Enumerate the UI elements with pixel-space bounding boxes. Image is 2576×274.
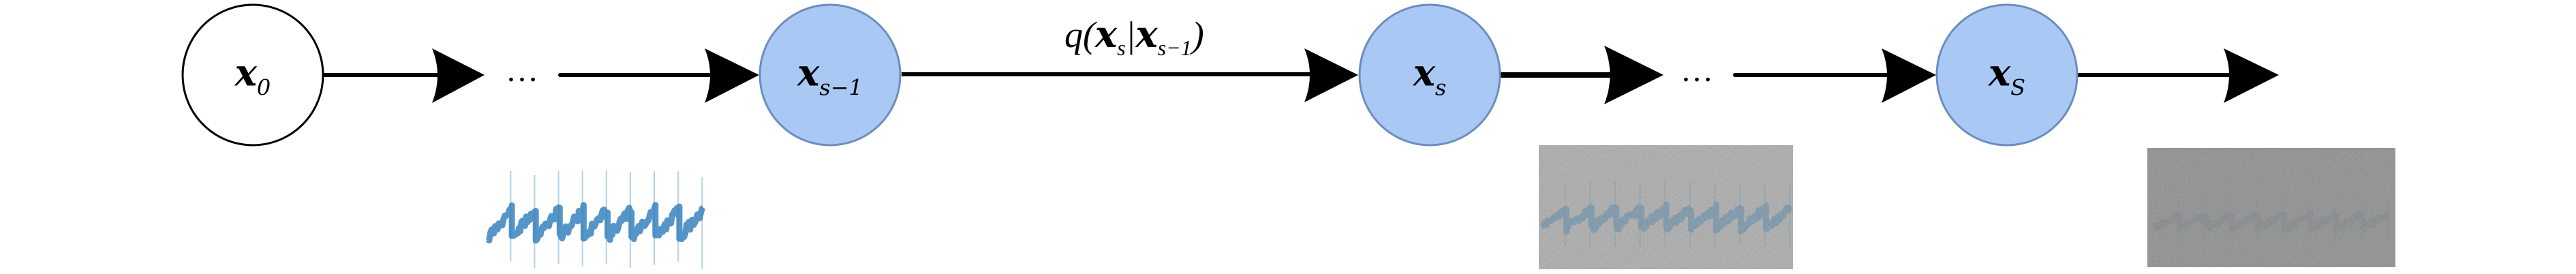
clean-signal-thumbnail	[486, 170, 706, 269]
arrowhead-icon	[1882, 48, 1936, 103]
node-xs-circle	[1358, 3, 1501, 147]
transition-label: q(xs|xs−1)	[1064, 12, 1204, 60]
node-xS-label: xS	[1988, 50, 2026, 101]
fully-noised-signal-thumbnail	[2147, 148, 2395, 267]
arrowhead-icon	[1304, 48, 1358, 102]
edge-xS-out	[2076, 48, 2279, 103]
edge-xs-to-ellipsis	[1499, 46, 1663, 104]
edge-x0-to-ellipsis	[322, 48, 485, 103]
node-xs-minus-1-circle	[758, 3, 902, 147]
signal-trace	[486, 202, 706, 244]
arrowhead-icon	[2224, 48, 2279, 103]
node-x0-label: x0	[234, 50, 271, 101]
arrowhead-icon	[432, 48, 485, 103]
ellipsis-right: …	[1681, 52, 1713, 89]
partially-noised-signal-thumbnail	[1539, 145, 1793, 269]
edge-ellipsis-to-xS	[1733, 48, 1936, 103]
node-xs-label: xs	[1413, 50, 1447, 101]
ellipsis-left: …	[506, 52, 538, 89]
node-x0-circle	[181, 3, 324, 147]
arrowhead-icon	[705, 48, 759, 103]
edge-ellipsis-to-xs-minus-1	[558, 48, 759, 103]
node-xS-circle	[1935, 3, 2079, 147]
arrowhead-icon	[1604, 46, 1663, 104]
node-xs-minus-1-label: xs−1	[797, 50, 863, 101]
edge-transition-q	[902, 48, 1358, 102]
